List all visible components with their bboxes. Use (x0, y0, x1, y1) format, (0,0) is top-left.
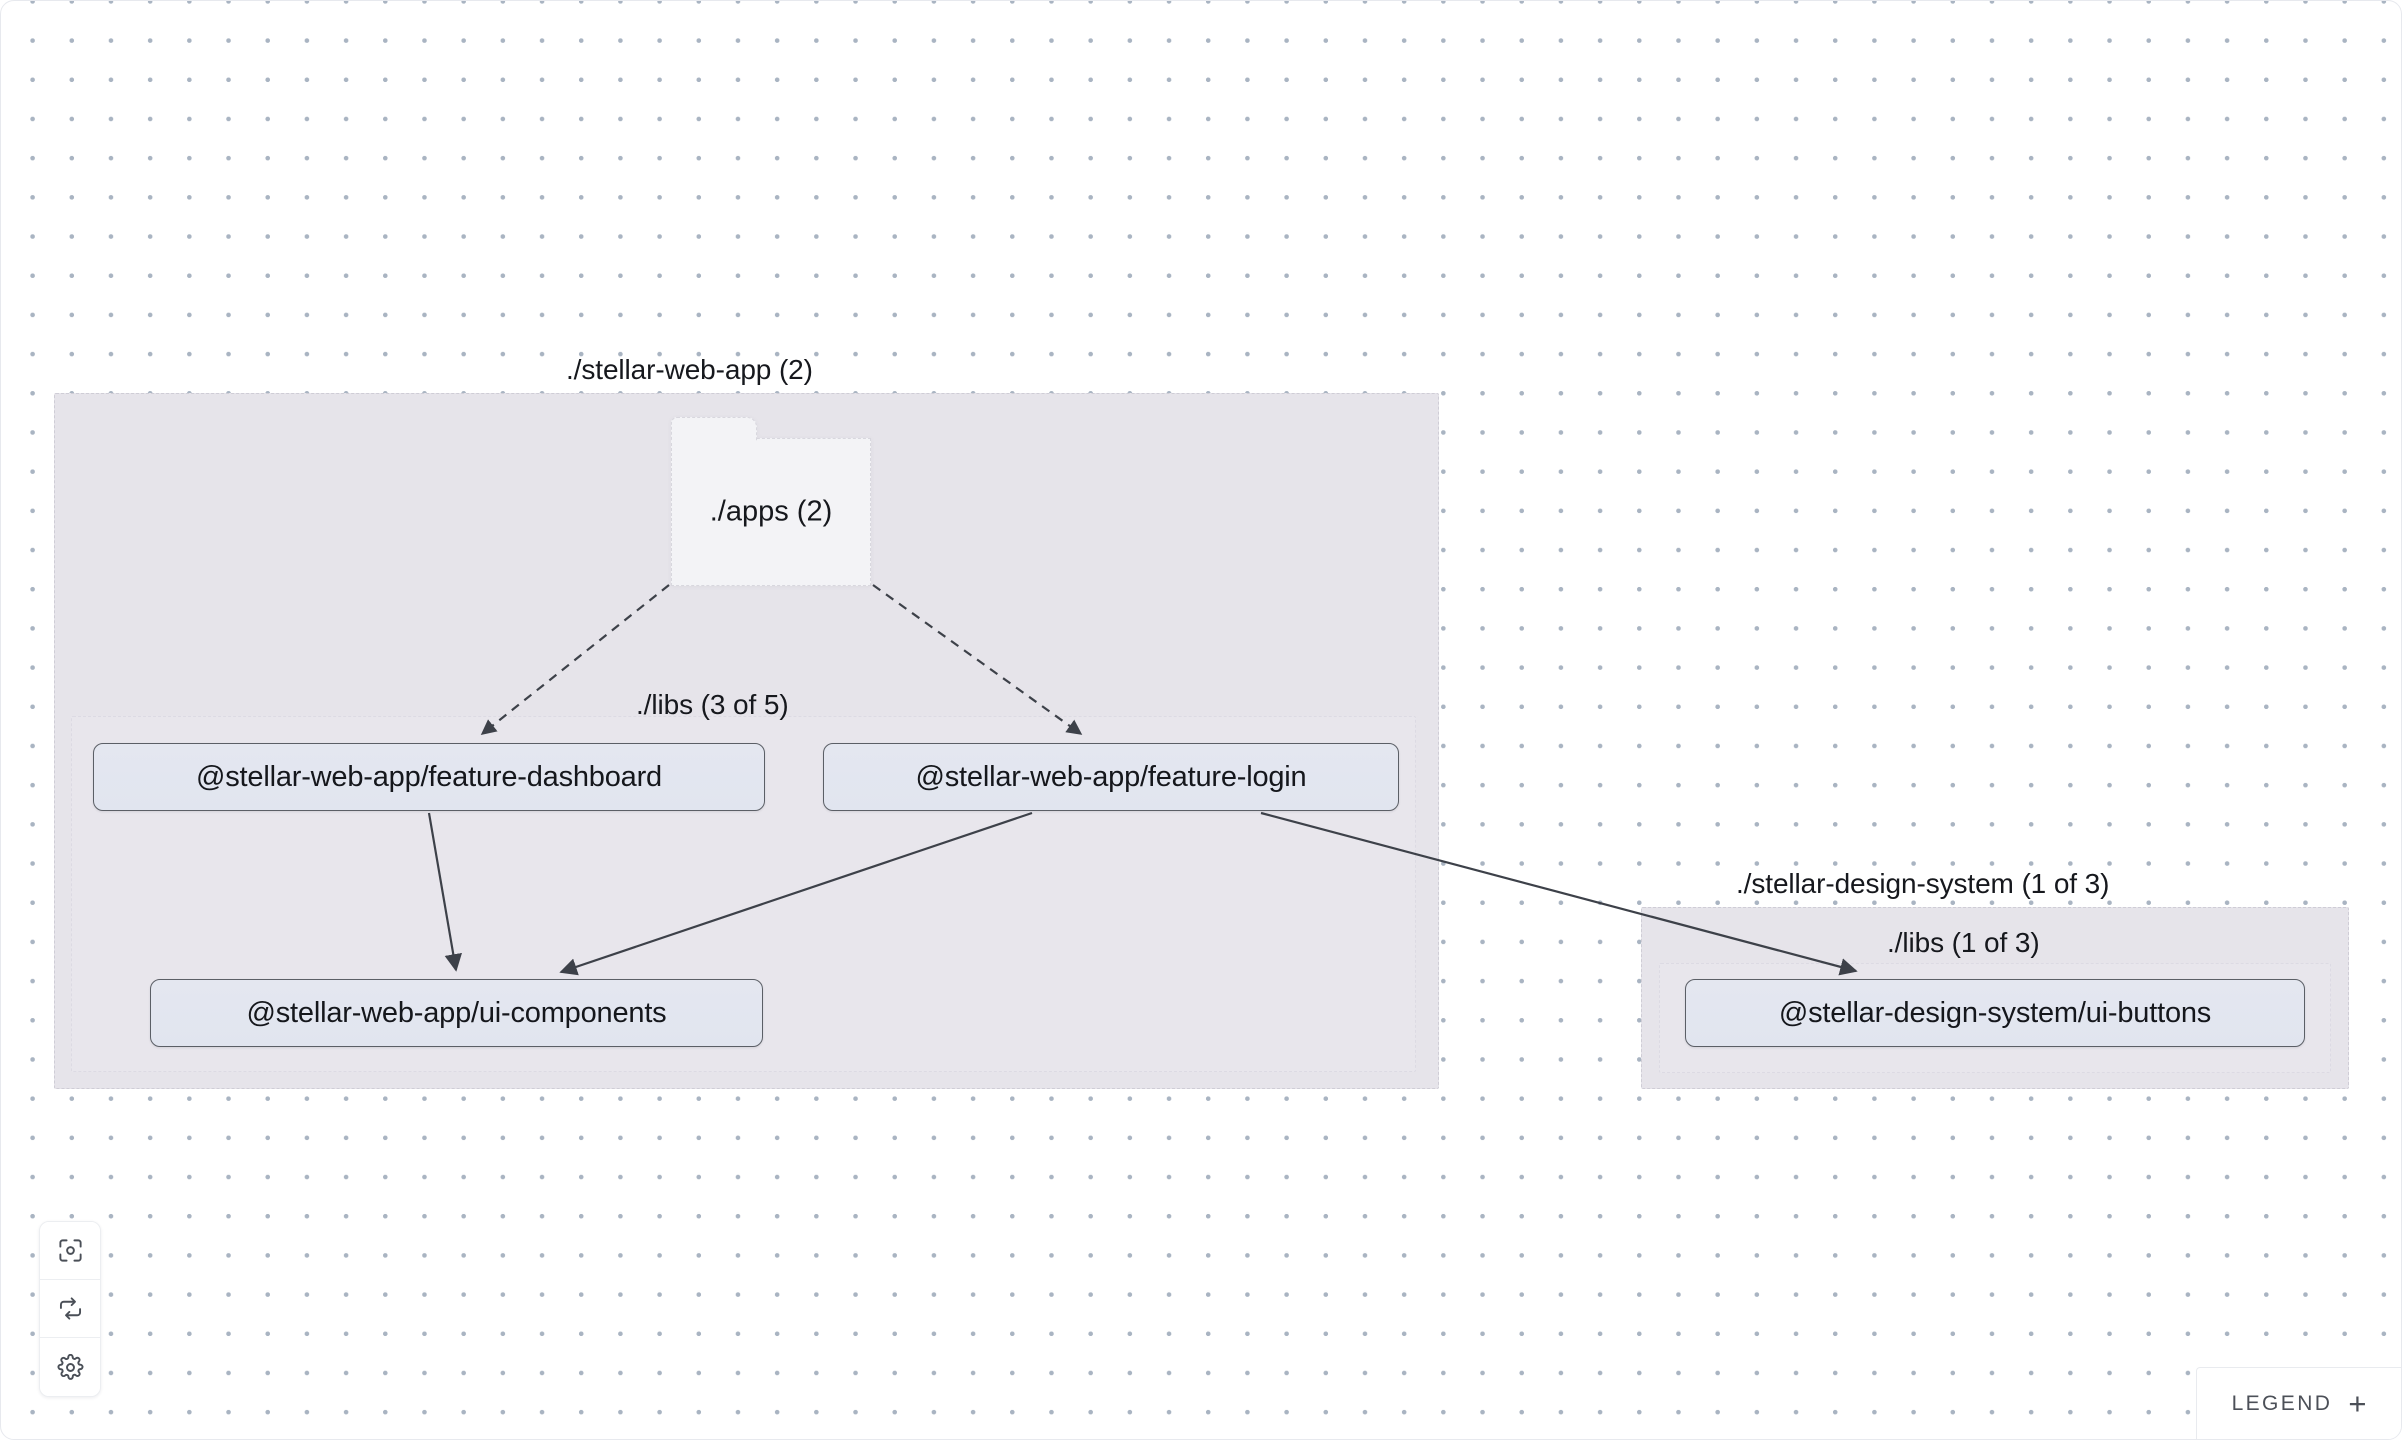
group-label-stellar-design-system: ./stellar-design-system (1 of 3) (1736, 868, 2110, 899)
folder-tab (670, 417, 757, 444)
group-label-stellar-design-system-libs: ./libs (1 of 3) (1887, 927, 2040, 958)
group-label-stellar-web-app: ./stellar-web-app (2) (566, 354, 813, 385)
node-feature-dashboard[interactable]: @stellar-web-app/feature-dashboard (93, 743, 765, 811)
graph-settings-button[interactable] (40, 1338, 100, 1396)
focus-target-icon (57, 1237, 84, 1264)
legend-label: LEGEND (2231, 1391, 2333, 1415)
node-label-ui-components: @stellar-web-app/ui-components (246, 996, 667, 1029)
node-ui-components[interactable]: @stellar-web-app/ui-components (150, 979, 763, 1047)
legend-expand-icon[interactable]: + (2348, 1385, 2367, 1421)
legend-panel[interactable]: LEGEND + (2196, 1367, 2401, 1439)
focus-graph-button[interactable] (40, 1222, 100, 1280)
node-label-ui-buttons: @stellar-design-system/ui-buttons (1778, 996, 2212, 1029)
refresh-icon (57, 1295, 84, 1322)
folder-apps[interactable]: ./apps (2) (670, 417, 871, 586)
folder-apps-label: ./apps (2) (709, 495, 833, 528)
graph-control-stack[interactable] (39, 1221, 101, 1397)
node-feature-login[interactable]: @stellar-web-app/feature-login (823, 743, 1399, 811)
node-label-feature-dashboard: @stellar-web-app/feature-dashboard (196, 760, 662, 793)
group-label-stellar-web-app-libs: ./libs (3 of 5) (636, 689, 789, 720)
node-ui-buttons[interactable]: @stellar-design-system/ui-buttons (1685, 979, 2305, 1047)
node-label-feature-login: @stellar-web-app/feature-login (915, 760, 1307, 793)
gear-icon (57, 1353, 84, 1381)
refresh-graph-button[interactable] (40, 1280, 100, 1338)
